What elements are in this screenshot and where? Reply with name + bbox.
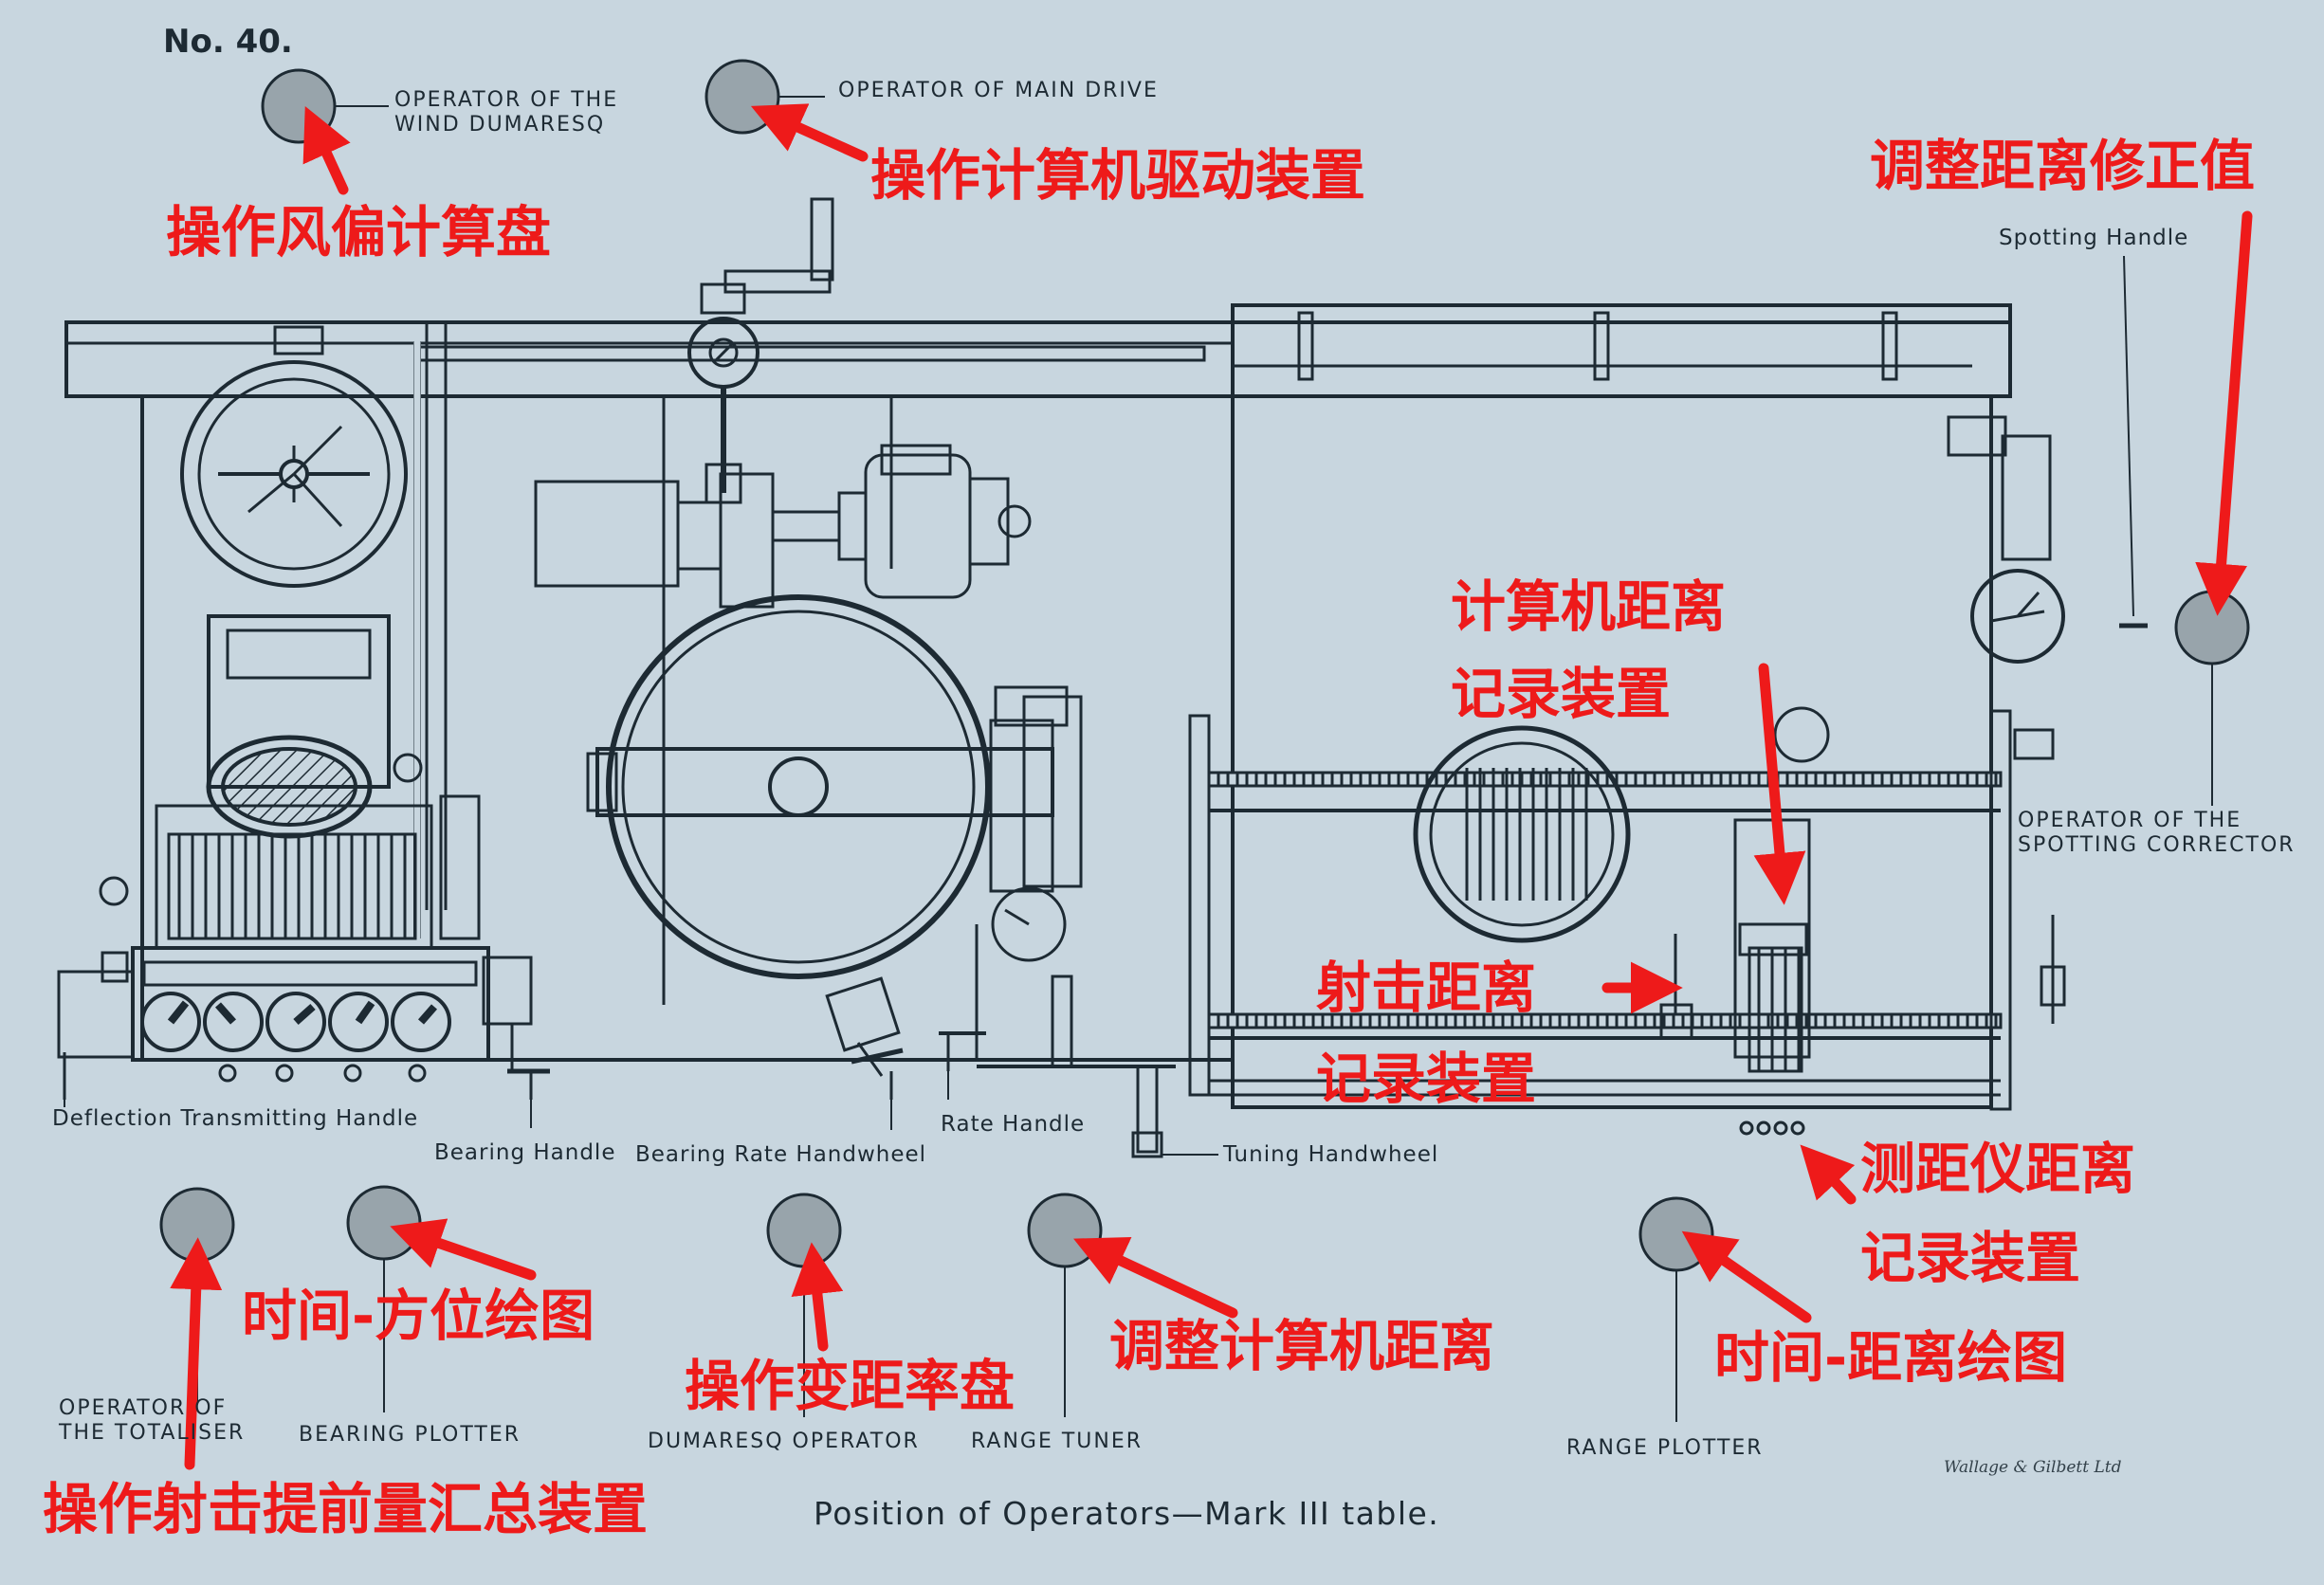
cn-dumaresq-rate: 操作变距率盘 bbox=[685, 1354, 1015, 1418]
label-dumaresq-operator: DUMARESQ OPERATOR bbox=[648, 1430, 920, 1453]
annotation-arrows bbox=[170, 103, 2253, 1470]
operator-disc-wind-dumaresq bbox=[261, 68, 337, 144]
label-bearing-handle: Bearing Handle bbox=[434, 1140, 615, 1165]
deflection-dial-2 bbox=[203, 992, 264, 1052]
cn-totaliser: 操作射击提前量汇总装置 bbox=[43, 1477, 648, 1541]
cn-main-drive: 操作计算机驱动装置 bbox=[870, 143, 1365, 208]
range-clock-drum bbox=[1413, 725, 1631, 943]
operator-disc-totaliser bbox=[159, 1187, 235, 1263]
deflection-dial-5 bbox=[391, 992, 451, 1052]
cn-gun-range-line2: 记录装置 bbox=[1316, 1047, 1536, 1111]
label-bearing-rate-handwheel: Bearing Rate Handwheel bbox=[635, 1142, 926, 1167]
cn-wind-dumaresq: 操作风偏计算盘 bbox=[166, 200, 551, 264]
deflection-dial-3 bbox=[265, 992, 326, 1052]
arrow-dumaresq-rate bbox=[791, 1242, 844, 1352]
label-deflection-handle: Deflection Transmitting Handle bbox=[52, 1106, 418, 1131]
arrow-range-plot bbox=[1681, 1230, 1812, 1323]
arrow-spotting-corrector bbox=[2195, 210, 2253, 616]
cn-spotting-corrector: 调整距离修正值 bbox=[1870, 134, 2255, 198]
cn-range-plot: 时间-距离绘图 bbox=[1714, 1325, 2067, 1390]
upper-lead-screw bbox=[1207, 771, 2003, 788]
label-wind-dumaresq-line2: WIND DUMARESQ bbox=[394, 113, 605, 137]
spotting-corrector-dial bbox=[1970, 569, 2065, 664]
label-tuning-handwheel: Tuning Handwheel bbox=[1222, 1142, 1438, 1167]
label-range-tuner: RANGE TUNER bbox=[971, 1430, 1143, 1453]
label-spotting-corrector-line2: SPOTTING CORRECTOR bbox=[2018, 833, 2296, 857]
deflection-dial-1 bbox=[140, 992, 201, 1052]
operator-disc-range-plotter bbox=[1638, 1196, 1714, 1272]
arrow-bearing-plot bbox=[390, 1218, 537, 1281]
arrow-clock-recorder bbox=[1753, 663, 1806, 905]
cn-gun-range-line1: 射击距离 bbox=[1316, 956, 1536, 1020]
arrow-main-drive bbox=[750, 103, 869, 162]
label-main-drive: OPERATOR OF MAIN DRIVE bbox=[838, 79, 1159, 102]
operator-disc-range-tuner bbox=[1027, 1193, 1103, 1268]
deflection-dial-4 bbox=[328, 992, 389, 1052]
operator-disc-dumaresq bbox=[766, 1193, 842, 1268]
cn-bearing-plot: 时间-方位绘图 bbox=[242, 1284, 595, 1348]
mark-iii-table-drawing bbox=[57, 197, 2148, 1158]
maker-imprint: Wallage & Gilbett Ltd bbox=[1944, 1458, 2122, 1477]
label-totaliser-line1: OPERATOR OF bbox=[59, 1396, 227, 1420]
drive-motor bbox=[534, 480, 680, 588]
plate-caption: Position of Operators—Mark III table. bbox=[814, 1495, 1439, 1532]
label-totaliser-line2: THE TOTALISER bbox=[58, 1421, 245, 1445]
cn-rangefinder-line2: 记录装置 bbox=[1860, 1226, 2080, 1290]
cn-rangefinder-line1: 测距仪距离 bbox=[1860, 1137, 2135, 1201]
operator-disc-spotting-corrector bbox=[2174, 590, 2250, 665]
label-rate-handle: Rate Handle bbox=[941, 1112, 1085, 1137]
label-wind-dumaresq-line1: OPERATOR OF THE bbox=[394, 88, 618, 112]
drive-shaft bbox=[415, 345, 1206, 362]
label-bearing-plotter: BEARING PLOTTER bbox=[299, 1423, 521, 1447]
arrow-rangefinder bbox=[1800, 1144, 1857, 1205]
plate-number: No. 40. bbox=[163, 23, 293, 61]
operator-disc-main-drive bbox=[705, 59, 780, 135]
cn-clock-recorder-line1: 计算机距离 bbox=[1451, 574, 1726, 639]
wind-dumaresq-dial bbox=[180, 360, 408, 588]
drive-gear-housing bbox=[719, 472, 775, 609]
label-spotting-corrector-line1: OPERATOR OF THE bbox=[2018, 809, 2242, 832]
dumaresq-gear bbox=[864, 453, 972, 599]
arrow-wind-dumaresq bbox=[302, 105, 351, 195]
operator-disc-bearing-plotter bbox=[346, 1185, 422, 1261]
arrow-totaliser bbox=[170, 1237, 223, 1470]
arrow-range-tuner bbox=[1073, 1236, 1238, 1319]
label-range-plotter: RANGE PLOTTER bbox=[1566, 1436, 1764, 1460]
cn-range-tuner: 调整计算机距离 bbox=[1109, 1314, 1494, 1378]
cn-clock-recorder-line2: 记录装置 bbox=[1451, 662, 1671, 726]
table-body-left bbox=[140, 394, 1235, 1062]
dumaresq-wheel bbox=[606, 594, 991, 979]
label-spotting-handle: Spotting Handle bbox=[1999, 226, 2188, 250]
top-right-rail bbox=[1231, 303, 2012, 398]
